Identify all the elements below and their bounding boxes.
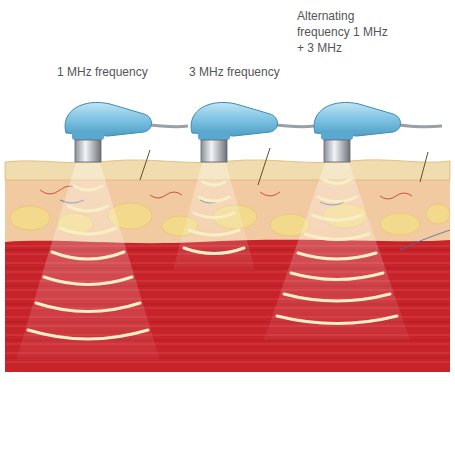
ultrasound-waves — [28, 180, 397, 339]
hairs — [140, 148, 428, 185]
transducers — [65, 102, 442, 162]
frequency-label: 3 MHz frequency — [189, 64, 299, 80]
frequency-label: Alternating frequency 1 MHz + 3 MHz — [297, 8, 393, 56]
frequency-label: 1 MHz frequency — [57, 64, 167, 80]
